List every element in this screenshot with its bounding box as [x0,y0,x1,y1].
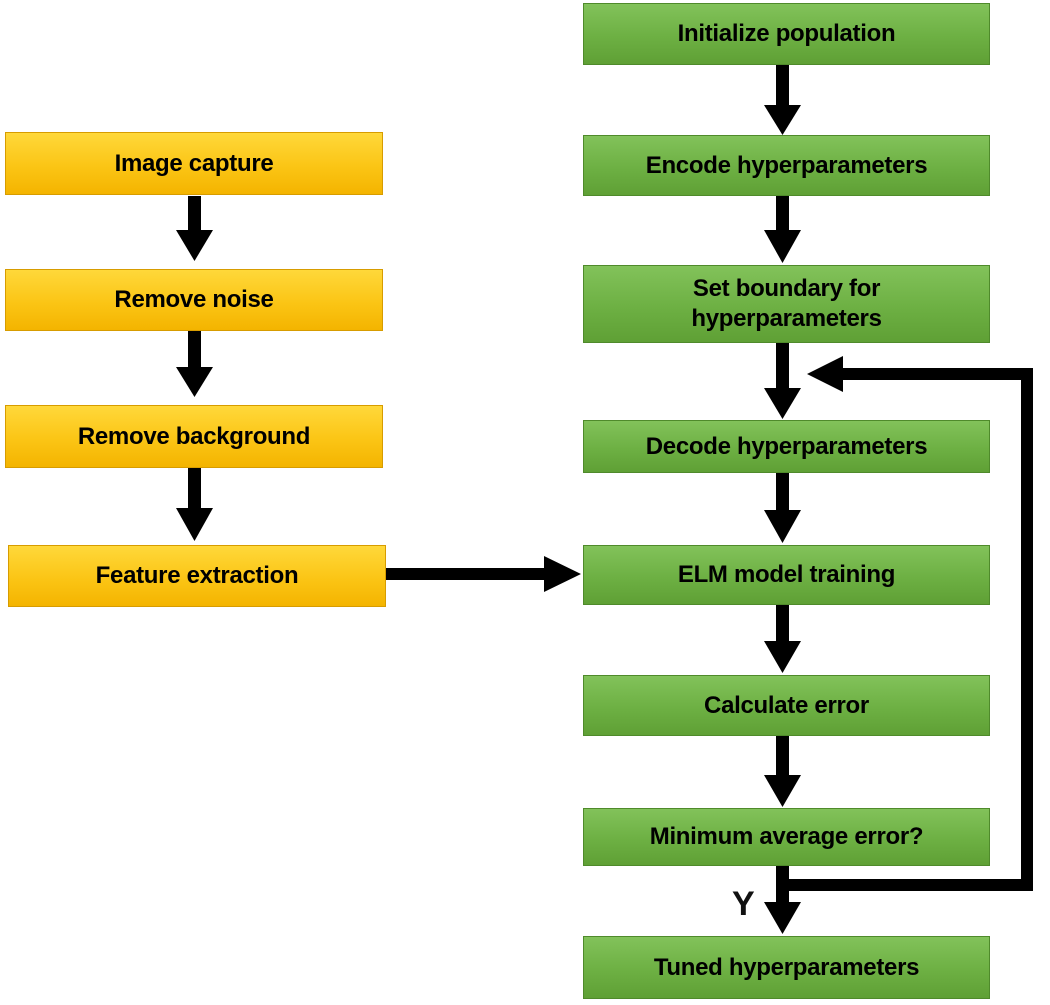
step-feature-extraction: Feature extraction [8,545,386,607]
arrow-image-capture-to-remove-noise [176,196,213,261]
step-tuned-hyperparameters: Tuned hyperparameters [583,936,990,999]
arrow-calculate-error-to-minimum-error [764,736,801,807]
step-label: ELM model training [677,561,896,588]
step-image-capture: Image capture [5,132,383,195]
feedback-loop-arrow [789,356,1033,891]
step-label: Calculate error [704,691,869,719]
arrow-decode-to-elm-training [764,473,801,543]
step-label: Tuned hyperparameters [653,953,920,981]
decision-yes-label: Y [732,885,755,923]
step-initialize-population: Initialize population [583,3,990,65]
step-calculate-error: Calculate error [583,675,990,736]
step-label: Remove noise [114,286,274,313]
arrow-set-boundary-to-decode [764,343,801,419]
step-label: Minimum average error? [649,823,924,850]
step-label: Set boundary for hyperparameters [691,275,882,332]
arrow-remove-noise-to-remove-background [176,331,213,397]
step-decode-hyperparameters: Decode hyperparameters [583,420,990,473]
arrow-minimum-error-to-tuned-yes [764,866,801,934]
step-elm-model-training: ELM model training [583,545,990,605]
arrow-remove-background-to-feature-extraction [176,468,213,541]
step-label: Encode hyperparameters [645,151,928,179]
step-encode-hyperparameters: Encode hyperparameters [583,135,990,196]
arrow-encode-to-set-boundary [764,196,801,263]
step-minimum-average-error: Minimum average error? [583,808,990,866]
arrow-initialize-to-encode [764,65,801,135]
step-label: Initialize population [677,20,896,47]
arrow-feature-extraction-to-elm-training [386,556,581,592]
step-remove-noise: Remove noise [5,269,383,331]
step-label: Feature extraction [95,562,299,589]
arrow-elm-training-to-calculate-error [764,605,801,673]
step-label: Image capture [114,149,274,177]
step-label: Decode hyperparameters [645,432,928,460]
step-set-boundary: Set boundary for hyperparameters [583,265,990,343]
step-label: Remove background [77,422,311,450]
step-remove-background: Remove background [5,405,383,468]
